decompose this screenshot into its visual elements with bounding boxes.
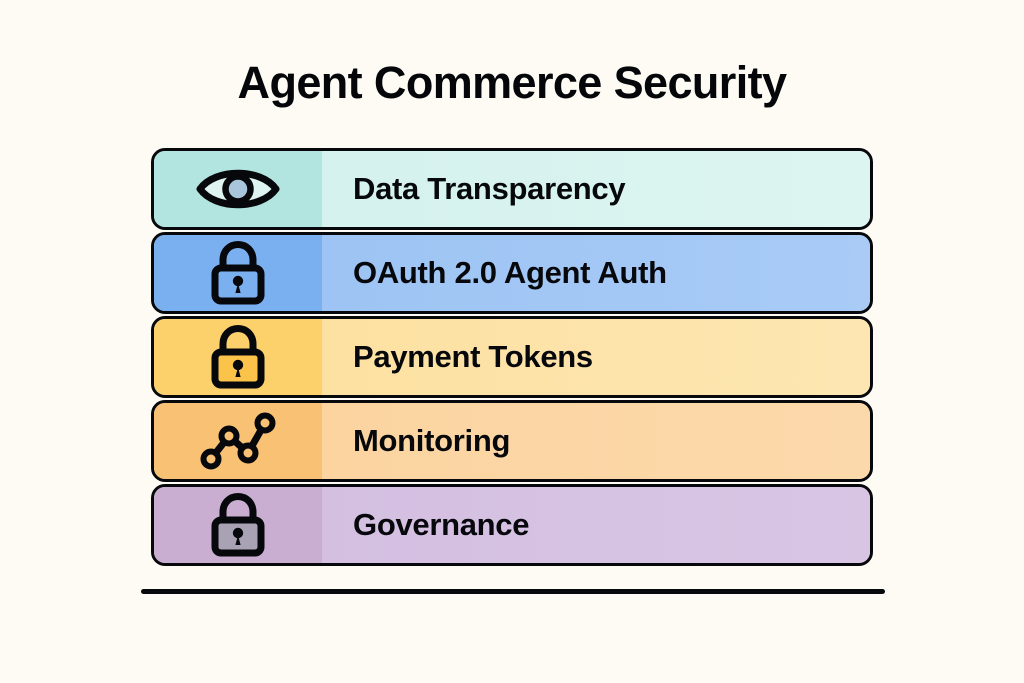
list-item-label: Monitoring — [353, 423, 511, 458]
lock-icon — [206, 324, 270, 390]
icon-cell — [154, 235, 322, 311]
label-cell: Payment Tokens — [322, 319, 870, 395]
icon-cell — [154, 151, 322, 227]
security-layer-stack: Data Transparency OAuth 2.0 Agent Auth — [151, 148, 873, 566]
bottom-divider — [141, 589, 885, 594]
list-item-label: Data Transparency — [353, 171, 626, 206]
eye-icon — [195, 161, 281, 217]
icon-cell — [154, 487, 322, 563]
list-item-monitoring[interactable]: Monitoring — [151, 400, 873, 482]
label-cell: Data Transparency — [322, 151, 870, 227]
list-item-governance[interactable]: Governance — [151, 484, 873, 566]
list-item-payment-tokens[interactable]: Payment Tokens — [151, 316, 873, 398]
line-chart-icon — [199, 411, 277, 471]
list-item-label: Governance — [353, 507, 530, 542]
lock-icon — [206, 492, 270, 558]
list-item-label: Payment Tokens — [353, 339, 593, 374]
icon-cell — [154, 319, 322, 395]
page-title: Agent Commerce Security — [237, 57, 787, 108]
list-item-oauth-agent-auth[interactable]: OAuth 2.0 Agent Auth — [151, 232, 873, 314]
icon-cell — [154, 403, 322, 479]
lock-icon — [206, 240, 270, 306]
list-item-data-transparency[interactable]: Data Transparency — [151, 148, 873, 230]
label-cell: Monitoring — [322, 403, 870, 479]
label-cell: Governance — [322, 487, 870, 563]
list-item-label: OAuth 2.0 Agent Auth — [353, 255, 667, 290]
label-cell: OAuth 2.0 Agent Auth — [322, 235, 870, 311]
